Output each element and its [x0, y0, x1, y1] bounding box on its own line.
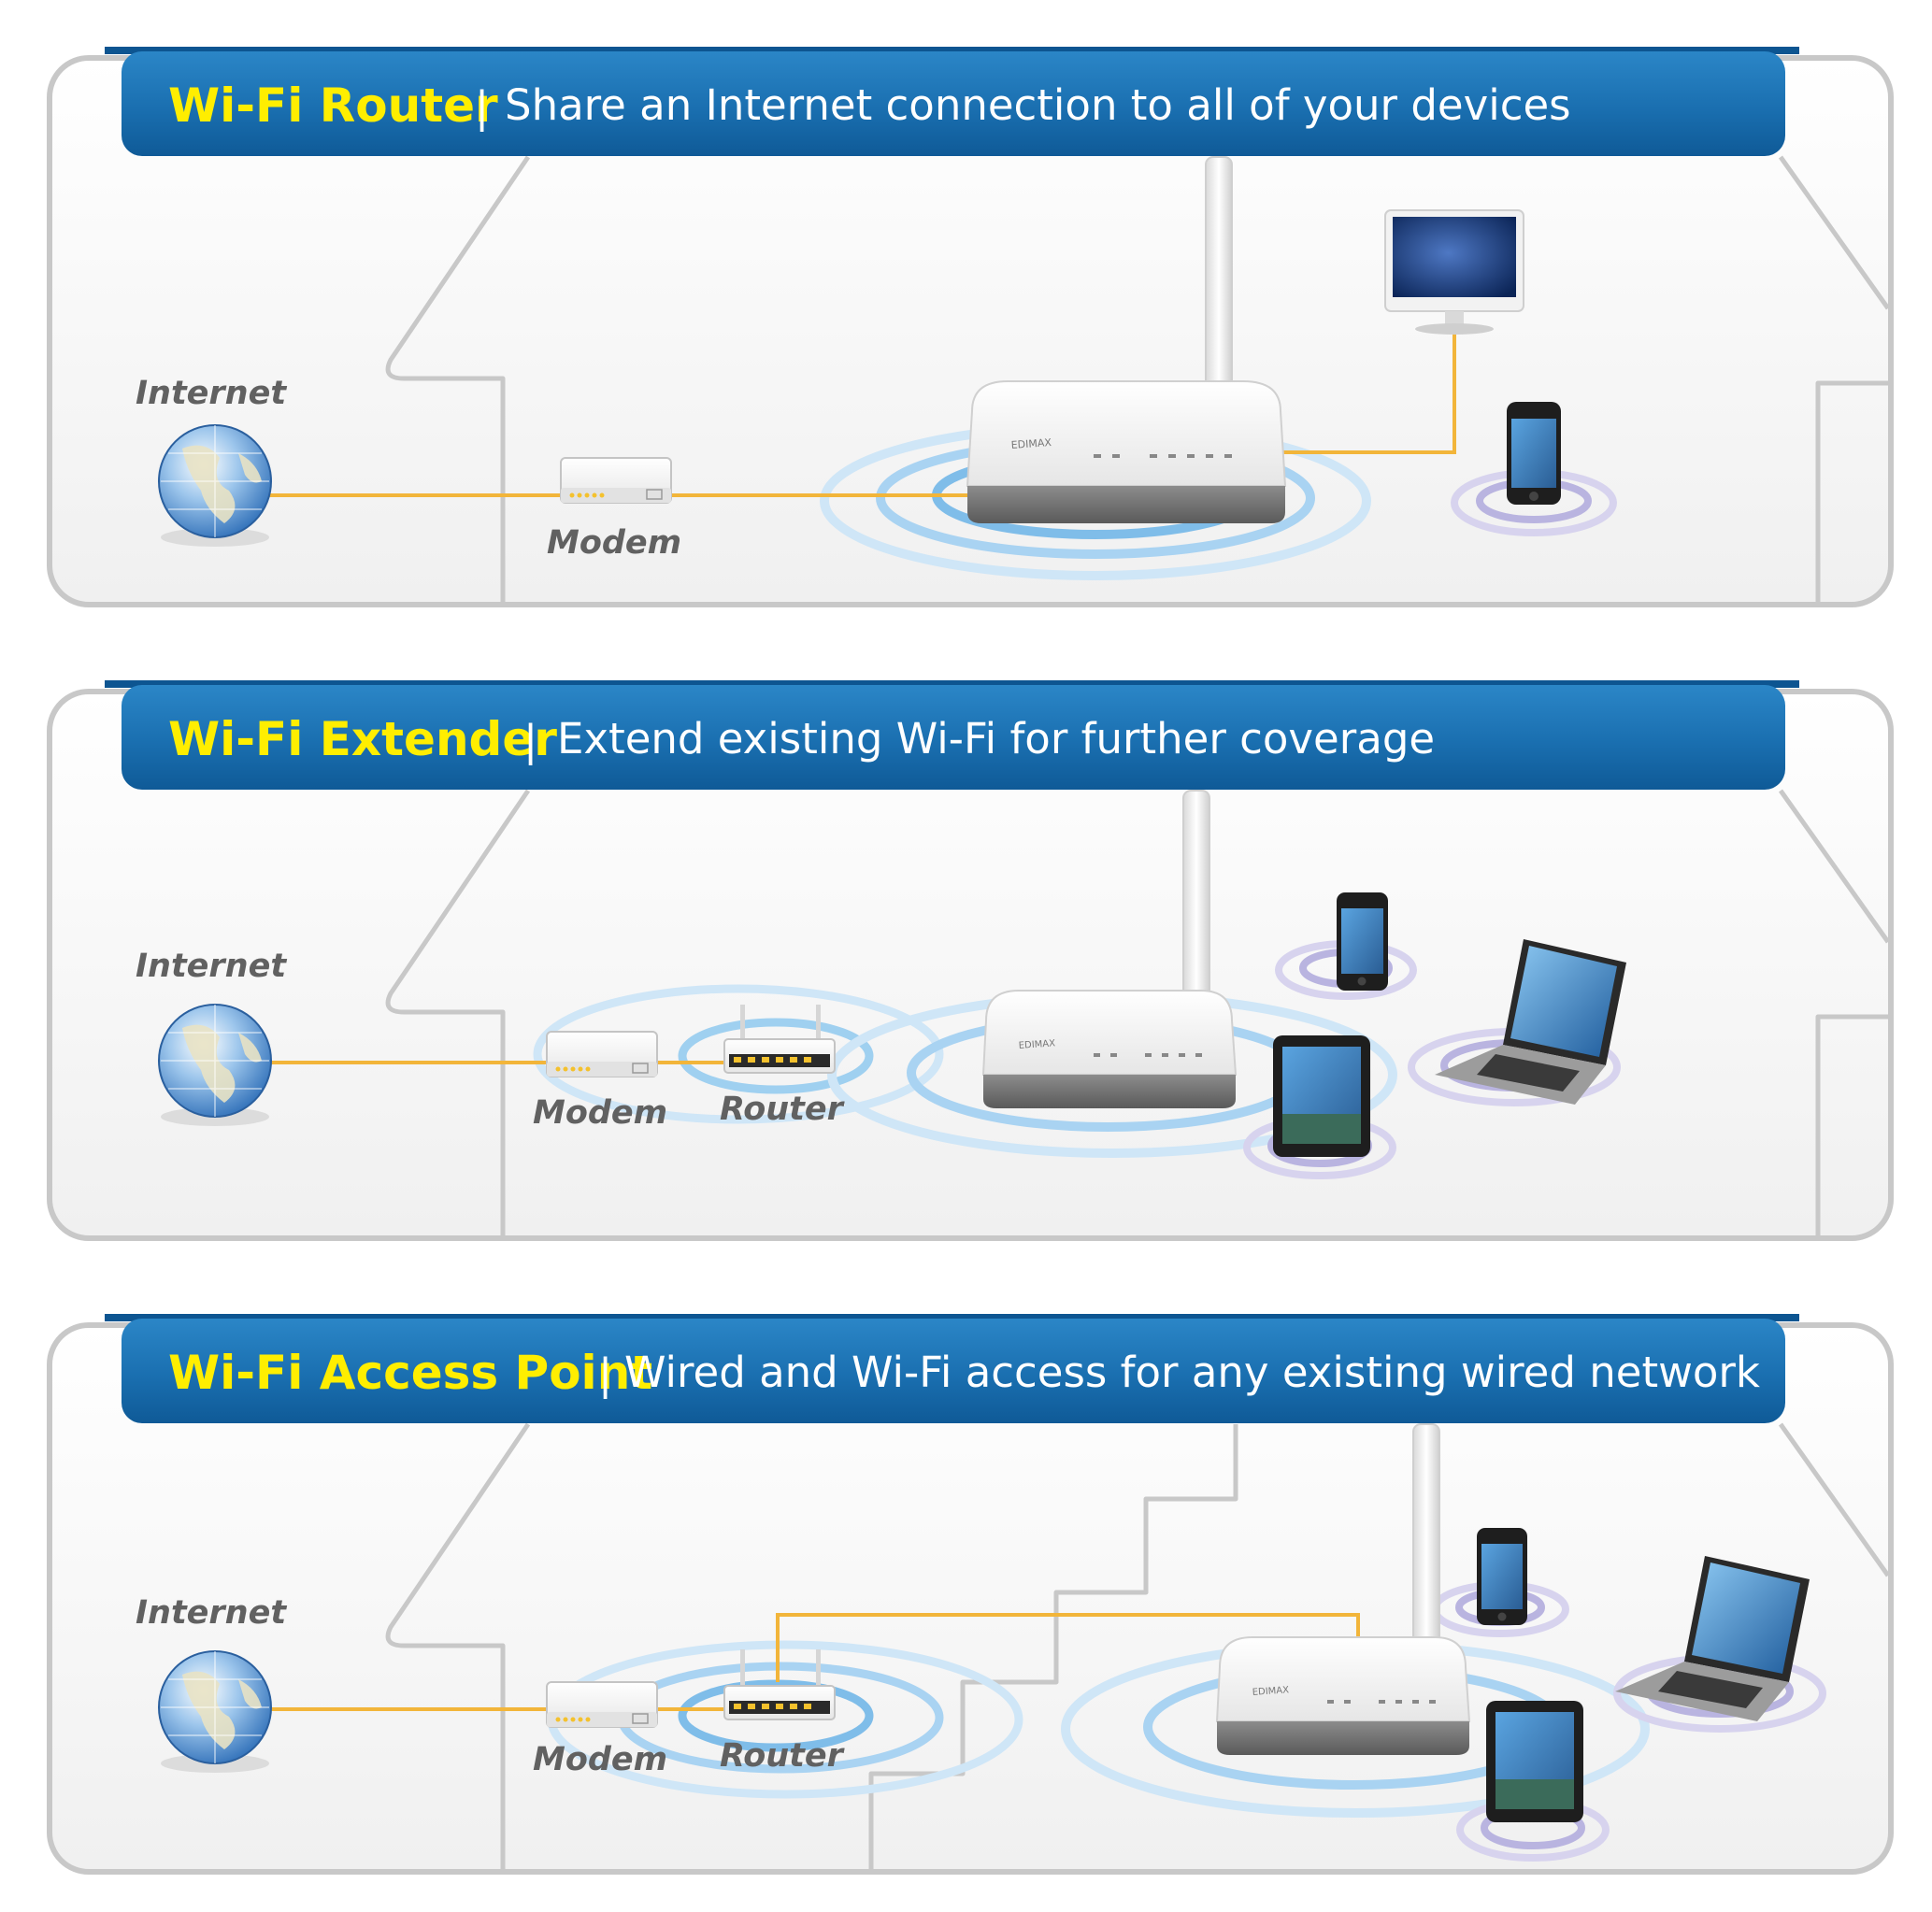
wifi-device-icon: EDIMAX — [981, 790, 1238, 1108]
svg-text:EDIMAX: EDIMAX — [1018, 1038, 1055, 1051]
modem-icon — [560, 457, 672, 504]
label-internet: Internet — [136, 375, 287, 412]
router-icon — [723, 1005, 836, 1074]
banner-description: Wired and Wi-Fi access for any existing … — [624, 1348, 1760, 1397]
smartphone-icon — [1507, 402, 1561, 505]
banner-title: Wi-Fi Extender — [168, 712, 557, 766]
cable — [1271, 333, 1456, 454]
label-modem: Modem — [547, 524, 681, 562]
modem-icon — [546, 1681, 658, 1728]
label-router: Router — [720, 1091, 846, 1128]
label-internet: Internet — [136, 1594, 287, 1632]
wifi-device-icon: EDIMAX — [1215, 1423, 1471, 1755]
laptop-icon — [1435, 939, 1626, 1105]
smartphone-icon — [1337, 892, 1388, 991]
room-wall-lines — [385, 1422, 1891, 1870]
panel-wifi-extender: EDIMAX Wi-Fi Extender | Extend existing … — [47, 680, 1894, 1241]
globe-icon — [158, 1004, 272, 1126]
monitor-icon — [1384, 209, 1524, 335]
smartphone-icon — [1477, 1528, 1527, 1625]
banner-title: Wi-Fi Access Point — [168, 1346, 652, 1400]
wifi-device-icon: EDIMAX — [966, 156, 1287, 523]
banner-description: Share an Internet connection to all of y… — [505, 80, 1571, 130]
label-internet: Internet — [136, 948, 287, 985]
label-modem: Modem — [533, 1741, 667, 1778]
globe-icon — [158, 424, 272, 547]
banner-separator: | — [523, 716, 537, 765]
room-wall-lines — [385, 155, 1891, 603]
router-icon — [723, 1649, 836, 1720]
banner: Wi-Fi Access Point | Wired and Wi-Fi acc… — [105, 1314, 1799, 1423]
banner-separator: | — [475, 82, 489, 132]
banner-separator: | — [598, 1349, 612, 1399]
globe-icon — [158, 1650, 272, 1773]
laptop-icon — [1615, 1556, 1810, 1721]
banner-title: Wi-Fi Router — [168, 78, 498, 133]
banner-description: Extend existing Wi-Fi for further covera… — [557, 714, 1435, 763]
cable — [776, 1613, 1360, 1682]
tablet-icon — [1486, 1701, 1583, 1822]
tablet-icon — [1273, 1035, 1370, 1157]
label-modem: Modem — [533, 1094, 667, 1132]
label-router: Router — [720, 1737, 846, 1775]
svg-text:EDIMAX: EDIMAX — [1252, 1685, 1289, 1698]
banner: Wi-Fi Router | Share an Internet connect… — [105, 47, 1799, 156]
panel-wifi-access-point: EDIMAX Wi-Fi Access Point | Wired and Wi… — [47, 1314, 1894, 1875]
panel-wifi-router: EDIMAX Wi-Fi Router | Share an Internet … — [47, 47, 1894, 607]
svg-text:EDIMAX: EDIMAX — [1010, 436, 1052, 451]
room-wall-lines — [385, 789, 1891, 1236]
banner: Wi-Fi Extender | Extend existing Wi-Fi f… — [105, 680, 1799, 790]
modem-icon — [546, 1031, 658, 1077]
